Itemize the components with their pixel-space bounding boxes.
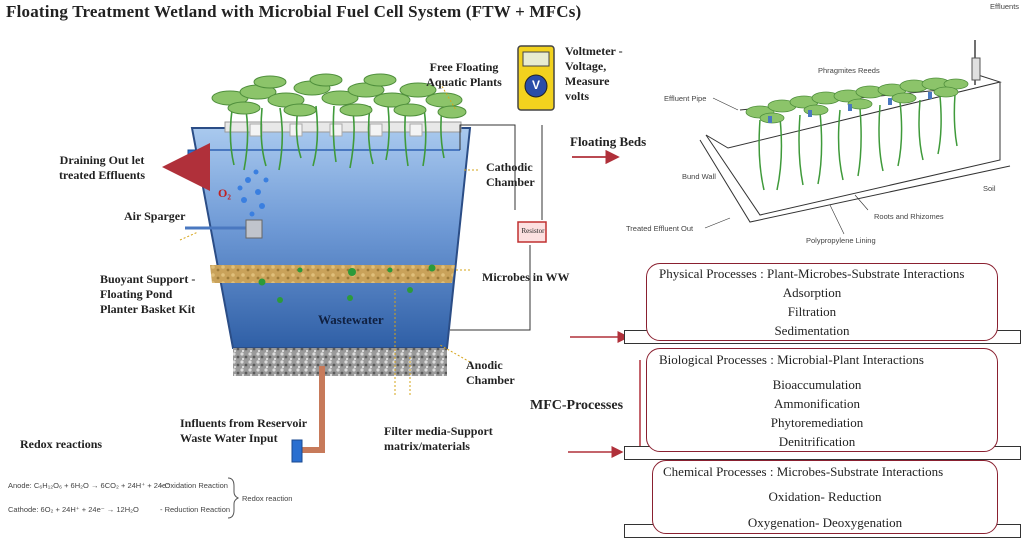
oxygen-bubbles — [237, 169, 269, 217]
anode-reaction-type: - Oxidation Reaction — [160, 481, 228, 490]
physical-processes-title: Physical Processes : Plant-Microbes-Subs… — [659, 266, 965, 281]
biological-processes-box: Biological Processes : Microbial-Plant I… — [646, 348, 998, 452]
reed-roots — [758, 93, 958, 191]
chemical-processes-title: Chemical Processes : Microbes-Substrate … — [663, 464, 944, 479]
cathode-reaction: Cathode: 6O₂ + 24H⁺ + 24e⁻ → 12H₂O — [8, 505, 139, 514]
free-floating-label: Free Floating Aquatic Plants — [426, 60, 502, 89]
voltmeter-label: Voltmeter - Voltage, Measure volts — [565, 44, 623, 103]
bund-wall-label: Bund Wall — [682, 172, 716, 181]
external-circuit — [450, 124, 543, 331]
float-units — [768, 92, 932, 123]
diagram-title: Floating Treatment Wetland with Microbia… — [6, 2, 582, 21]
soil-label: Soil — [983, 184, 996, 193]
aquatic-plant-leaves — [211, 73, 467, 119]
leader-lines — [179, 82, 478, 395]
effluents-label: Effluents — [990, 2, 1020, 11]
gravel-layer — [233, 348, 447, 376]
treated-out-label: Treated Effluent Out — [626, 224, 694, 233]
tank — [190, 127, 472, 376]
chemical-processes-box: Chemical Processes : Microbes-Substrate … — [652, 460, 998, 534]
mfc-processes-label: MFC-Processes — [530, 398, 624, 413]
resistor-label: Resistor — [521, 227, 545, 235]
filter-media-layer — [210, 265, 455, 283]
voltmeter-symbol: V — [531, 78, 540, 92]
air-sparger — [185, 219, 263, 239]
bed-leaders — [704, 97, 869, 235]
effluent-pipe-label: Effluent Pipe — [664, 94, 707, 103]
filter-media-label: Filter media-Support matrix/materials — [384, 424, 493, 453]
process-item: Oxygenation- Deoxygenation — [747, 515, 903, 530]
resistor — [517, 221, 547, 243]
wastewater-label: Wastewater — [318, 312, 384, 327]
anodic-chamber-label: Anodic Chamber — [466, 358, 515, 387]
floating-beds-label: Floating Beds — [570, 134, 647, 149]
air-sparger-label: Air Sparger — [124, 209, 186, 223]
anode-reaction: Anode: C₆H₁₂O₆ + 6H₂O → 6CO₂ + 24H⁺ + 24… — [8, 481, 171, 490]
influents-label: Influents from Reservoir Waste Water Inp… — [180, 416, 307, 445]
buoyant-support-label: Buoyant Support - Floating Pond Planter … — [100, 272, 196, 316]
o2-label: O₂ — [218, 186, 231, 200]
process-item: Phytoremediation — [770, 415, 864, 430]
redox-brace — [227, 477, 240, 519]
biological-processes-title: Biological Processes : Microbial-Plant I… — [659, 352, 924, 367]
roots-label: Roots and Rhizomes — [874, 212, 944, 221]
microbes-label: Microbes in WW — [482, 270, 570, 284]
cathodic-chamber-label: Cathodic Chamber — [486, 160, 535, 189]
reed-leaves — [745, 77, 969, 124]
microbes — [258, 264, 436, 303]
influent-pipe — [291, 366, 325, 463]
redox-brace-label: Redox reaction — [242, 494, 293, 503]
process-item: Ammonification — [774, 396, 860, 411]
process-item: Sedimentation — [774, 323, 850, 338]
draining-outlet-label: Draining Out let treated Effluents — [58, 153, 146, 182]
phragmites-label: Phragmites Reeds — [818, 66, 880, 75]
voltmeter — [517, 45, 555, 111]
lining-label: Polypropylene Lining — [806, 236, 876, 245]
process-item: Adsorption — [782, 285, 842, 300]
process-item: Filtration — [787, 304, 837, 319]
process-item: Denitrification — [778, 434, 856, 449]
drain-outlet — [162, 143, 210, 191]
physical-processes-box: Physical Processes : Plant-Microbes-Subs… — [646, 263, 998, 341]
process-item: Bioaccumulation — [772, 377, 862, 392]
redox-heading: Redox reactions — [20, 437, 103, 451]
process-item: Oxidation- Reduction — [768, 489, 882, 504]
cathode-reaction-type: - Reduction Reaction — [160, 505, 231, 514]
